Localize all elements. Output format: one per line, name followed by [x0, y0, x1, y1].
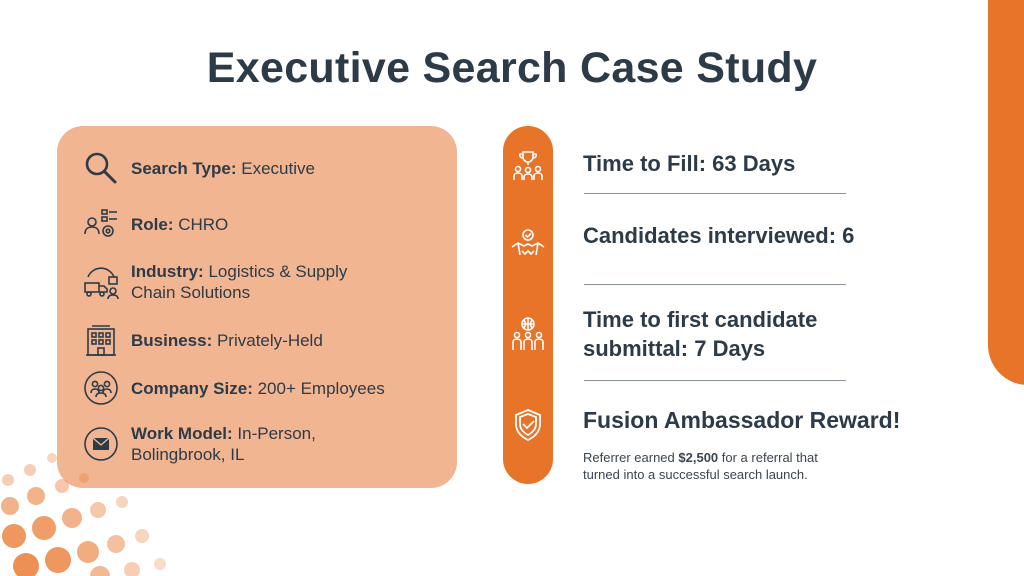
metric-ambassador-reward: Fusion Ambassador Reward!	[583, 407, 901, 433]
decorative-orange-band	[988, 0, 1024, 385]
magnifier-icon	[81, 148, 121, 188]
logistics-icon	[81, 262, 121, 302]
divider	[584, 193, 846, 194]
trophy-team-icon	[508, 146, 548, 186]
reward-note: Referrer earned $2,500 for a referral th…	[583, 450, 818, 482]
detail-text: Business: Privately-Held	[131, 330, 323, 350]
detail-text: Work Model: In-Person,Bolingbrook, IL	[131, 424, 316, 464]
detail-text: Search Type: Executive	[131, 158, 315, 178]
detail-row-search-type: Search Type: Executive	[81, 148, 315, 188]
detail-row-role: Role: CHRO	[81, 204, 228, 244]
group-globe-icon	[508, 314, 548, 354]
detail-row-business: Business: Privately-Held	[81, 320, 323, 360]
metric-candidates-interviewed: Candidates interviewed: 6	[583, 223, 855, 248]
metrics-icon-column	[503, 126, 553, 484]
detail-text: Role: CHRO	[131, 214, 229, 234]
handshake-icon	[508, 225, 548, 265]
decorative-dot-pattern	[1, 453, 166, 576]
details-card: Search Type: Executive Role: CHRO Indust…	[57, 126, 457, 488]
page-title: Executive Search Case Study	[206, 44, 818, 92]
detail-row-work-model: Work Model: In-Person,Bolingbrook, IL	[81, 423, 316, 465]
metric-time-to-fill: Time to Fill: 63 Days	[583, 151, 796, 176]
shield-check-icon	[508, 405, 548, 445]
building-icon	[81, 320, 121, 360]
envelope-icon	[81, 424, 121, 464]
divider	[584, 284, 846, 285]
detail-row-company-size: Company Size: 200+ Employees	[81, 368, 385, 408]
org-role-icon	[81, 204, 121, 244]
detail-text: Company Size: 200+ Employees	[131, 378, 385, 398]
divider	[584, 380, 846, 381]
team-icon	[81, 368, 121, 408]
